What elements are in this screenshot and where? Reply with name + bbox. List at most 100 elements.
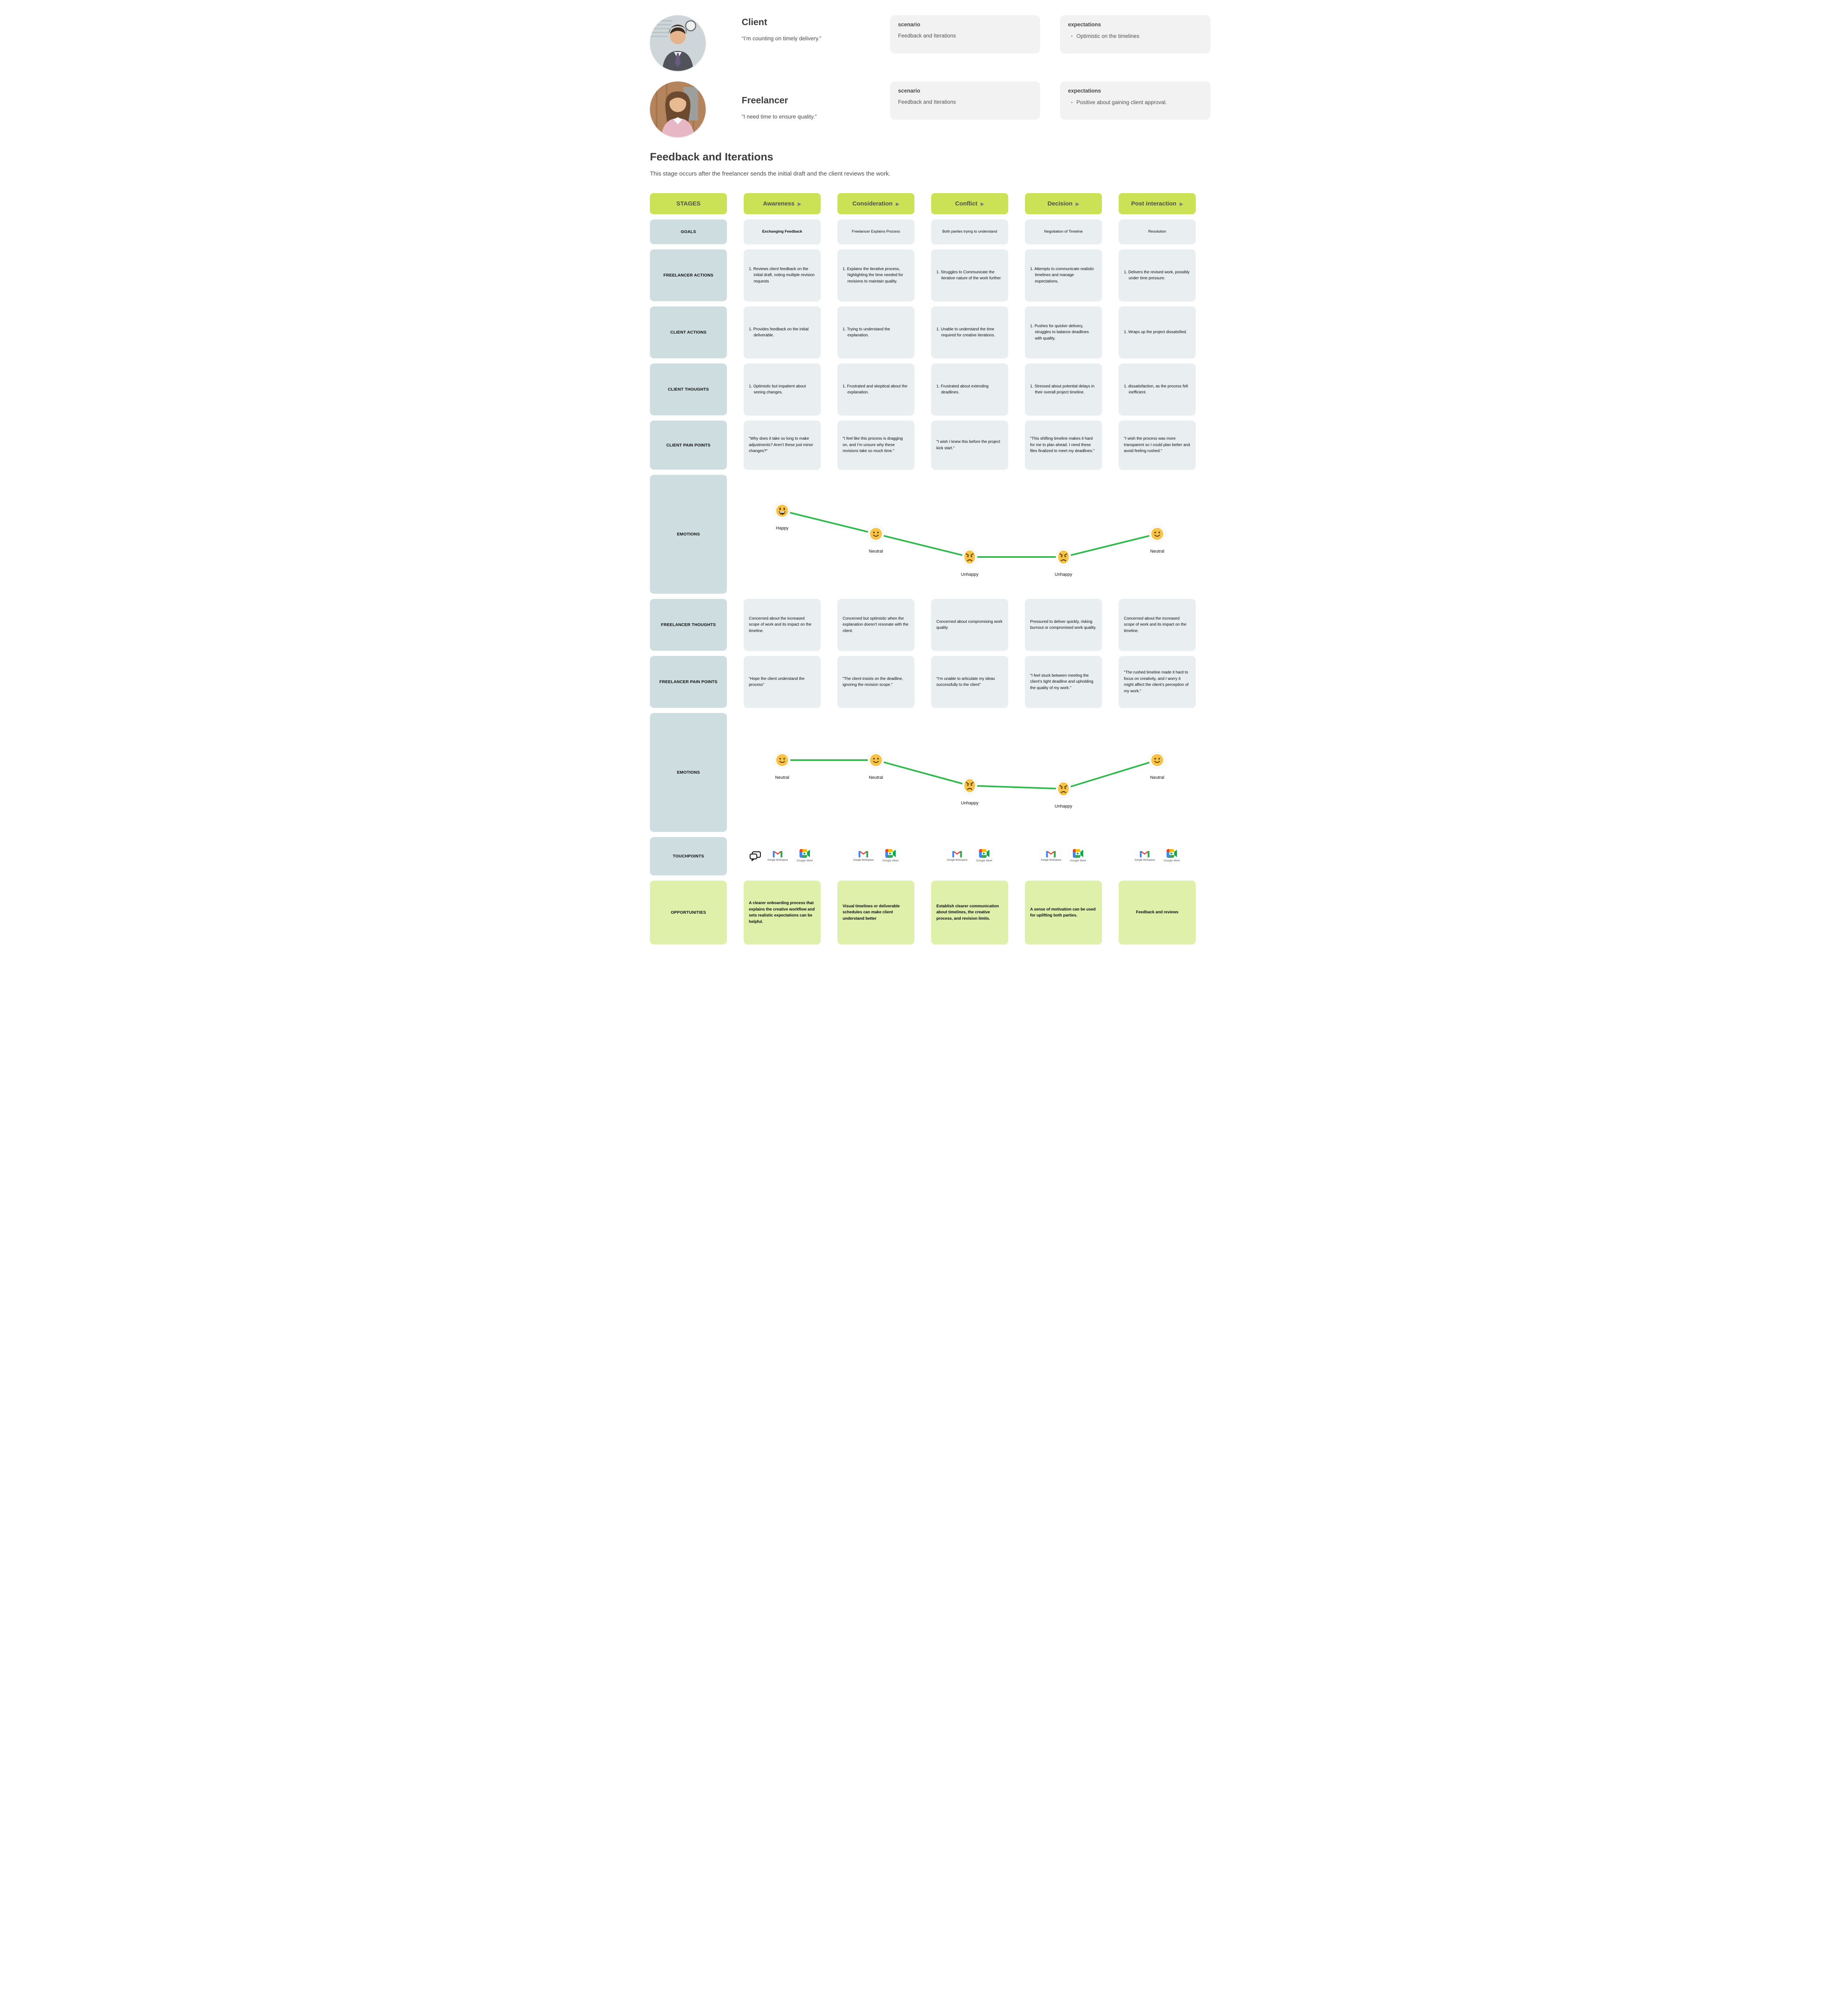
client-expectations-card: expectations • Optimistic on the timelin… (1060, 15, 1210, 53)
opportunities-cell-conflict: Establish clearer communication about ti… (931, 881, 1008, 944)
google-meet-icon (885, 849, 896, 858)
expectations-label: expectations (1068, 22, 1101, 28)
meet-caption: Google Meet (882, 859, 898, 863)
client-actions-cell-conflict: 1. Unable to understand the time require… (931, 306, 1008, 358)
stage-arrow-icon: ▶ (1076, 201, 1080, 207)
row-header-client-actions: CLIENT ACTIONS (650, 306, 727, 358)
client-persona-row: Client “I’m counting on timely delivery.… (616, 15, 1232, 71)
journey-map-page: Client “I’m counting on timely delivery.… (616, 15, 1232, 956)
journey-grid: STAGES Awareness▶ Consideration▶ Conflic… (616, 193, 1232, 944)
freelancer-persona-row: Freelancer ”I need time to ensure qualit… (616, 81, 1232, 137)
touchpoints-cell-awareness: Google Workspace Google Meet (744, 837, 821, 875)
bullet-icon: • (1071, 101, 1073, 105)
client-thoughts-cell-consideration: 1. Frustrated and skeptical about the ex… (837, 363, 914, 415)
freelancer-name: Freelancer (742, 95, 788, 105)
client-pain-cell-awareness: "Why does it take so long to make adjust… (744, 421, 821, 470)
touchpoints-cell-decision: Google Workspace Google Meet (1025, 837, 1102, 875)
row-header-client-thoughts: CLIENT THOUGHTS (650, 363, 727, 415)
google-meet-app: Google Meet (973, 847, 995, 865)
client-actions-cell-decision: 1. Pushes for quicker delivery, struggle… (1025, 306, 1102, 358)
client-thoughts-cell-post-interaction: 1. dissatisfaction, as the process felt … (1119, 363, 1196, 415)
stage-chip-decision: Decision▶ (1025, 193, 1102, 214)
client-actions-cell-post-interaction: 1. Wraps up the project dissatisfied. (1119, 306, 1196, 358)
gmail-caption: Google Workspace (853, 859, 874, 861)
freelancer-thoughts-cell-post-interaction: Concerned about the increased scope of w… (1119, 599, 1196, 651)
freelancer-actions-cell-awareness: 1. Reviews client feedback on the initia… (744, 249, 821, 301)
client-pain-cell-conflict: "I wish I knew this before the project k… (931, 421, 1008, 470)
emotion-label: Neutral (869, 549, 883, 554)
scenario-label: scenario (898, 22, 920, 28)
gmail-app: Google Workspace (1038, 848, 1064, 865)
emotion-label: Happy (776, 526, 789, 531)
freelancer-thoughts-cell-consideration: Concerned but optimistic when the explan… (837, 599, 914, 651)
client-thoughts-cell-awareness: 1. Optimistic but impatient about seeing… (744, 363, 821, 415)
client-scenario-value: Feedback and Iterations (898, 33, 956, 39)
client-expectation-item: • Optimistic on the timelines (1068, 32, 1202, 41)
freelancer-scenario-value: Feedback and Iterations (898, 99, 956, 105)
client-persona-text: Client “I’m counting on timely delivery.… (742, 15, 841, 44)
google-meet-icon (979, 849, 989, 858)
chat-bubbles-icon (749, 851, 761, 861)
row-header-emotions-freelancer: EMOTIONS (650, 713, 727, 832)
page-title: Feedback and Iterations (650, 151, 774, 163)
freelancer-pain-cell-conflict: “I’m unable to articulate my ideas succe… (931, 656, 1008, 708)
client-quote: “I’m counting on timely delivery.” (742, 35, 821, 41)
bullet-icon: • (1071, 34, 1073, 38)
client-emotions-chart: Happy Neutral Unhappy Unhappy Neutral (744, 475, 1196, 594)
freelancer-actions-cell-conflict: 1. Struggles to Communicate the iterativ… (931, 249, 1008, 301)
stage-arrow-icon: ▶ (1179, 201, 1183, 207)
gmail-app: Google Workspace (1132, 848, 1157, 865)
emotion-label: Neutral (1150, 549, 1164, 554)
freelancer-actions-cell-consideration: 1. Explains the iterative process, highl… (837, 249, 914, 301)
stages-header-chip: STAGES (650, 193, 727, 214)
opportunities-cell-post-interaction: Feedback and reviews (1119, 881, 1196, 944)
freelancer-pain-cell-awareness: “Hope the client understand the process” (744, 656, 821, 708)
touchpoints-cell-conflict: Google Workspace Google Meet (931, 837, 1008, 875)
stage-arrow-icon: ▶ (980, 201, 985, 207)
emotion-label: Neutral (775, 775, 789, 780)
page-subtitle: This stage occurs after the freelancer s… (650, 170, 890, 177)
freelancer-pain-cell-decision: "I feel stuck between meeting the client… (1025, 656, 1102, 708)
client-pain-cell-post-interaction: "I wish the process was more transparent… (1119, 421, 1196, 470)
emotion-label: Unhappy (961, 572, 979, 577)
emotion-label: Unhappy (1054, 572, 1072, 577)
gmail-app: Google Workspace (765, 848, 790, 865)
google-meet-icon (1072, 849, 1083, 858)
client-scenario-card: scenario Feedback and Iterations (890, 15, 1040, 53)
emotion-label: Neutral (1150, 775, 1164, 780)
row-header-freelancer-pain-points: FREELANCER PAIN POINTS (650, 656, 727, 708)
client-actions-cell-consideration: 1. Trying to understand the explanation. (837, 306, 914, 358)
client-avatar (650, 15, 706, 71)
google-meet-app: Google Meet (1161, 847, 1182, 865)
freelancer-thoughts-cell-awareness: Concerned about the increased scope of w… (744, 599, 821, 651)
freelancer-emotions-chart: Neutral Neutral Unhappy Unhappy Neutral (744, 713, 1196, 832)
opportunities-cell-awareness: A clearer onboarding process that explai… (744, 881, 821, 944)
client-pain-cell-decision: "This shifting timeline makes it hard fo… (1025, 421, 1102, 470)
row-header-touchpoints: TOUCHPOINTS (650, 837, 727, 875)
row-header-freelancer-thoughts: FREELANCER THOUGHTS (650, 599, 727, 651)
freelancer-actions-cell-decision: 1. Attempts to communicate realistic tim… (1025, 249, 1102, 301)
freelancer-expectation-item: • Positive about gaining client approval… (1068, 98, 1202, 107)
emotion-label: Unhappy (1054, 804, 1072, 809)
client-thoughts-cell-decision: 1. Stressed about potential delays in th… (1025, 363, 1102, 415)
gmail-caption: Google Workspace (1040, 859, 1061, 861)
freelancer-persona-text: Freelancer ”I need time to ensure qualit… (742, 81, 841, 122)
row-header-emotions-client: EMOTIONS (650, 475, 727, 594)
client-thoughts-cell-conflict: 1. Frustrated about extending deadlines. (931, 363, 1008, 415)
scenario-label: scenario (898, 88, 920, 94)
google-meet-app: Google Meet (880, 847, 901, 865)
gmail-icon (1140, 851, 1150, 857)
gmail-icon (1046, 851, 1056, 857)
freelancer-expectations-card: expectations • Positive about gaining cl… (1060, 81, 1210, 120)
goals-cell-decision: Negotiation of Timeline (1025, 219, 1102, 244)
client-actions-cell-awareness: 1. Provides feedback on the initial deli… (744, 306, 821, 358)
gmail-caption: Google Workspace (947, 859, 967, 861)
google-meet-icon (799, 849, 810, 858)
stage-arrow-icon: ▶ (798, 201, 802, 207)
gmail-app: Google Workspace (851, 848, 876, 865)
row-header-opportunities: OPPORTUNITIES (650, 881, 727, 944)
goals-cell-conflict: Both parties trying to understand (931, 219, 1008, 244)
goals-cell-consideration: Freelancer Explains Process (837, 219, 914, 244)
intro-section: Feedback and Iterations This stage occur… (616, 151, 1232, 177)
stage-arrow-icon: ▶ (896, 201, 900, 207)
